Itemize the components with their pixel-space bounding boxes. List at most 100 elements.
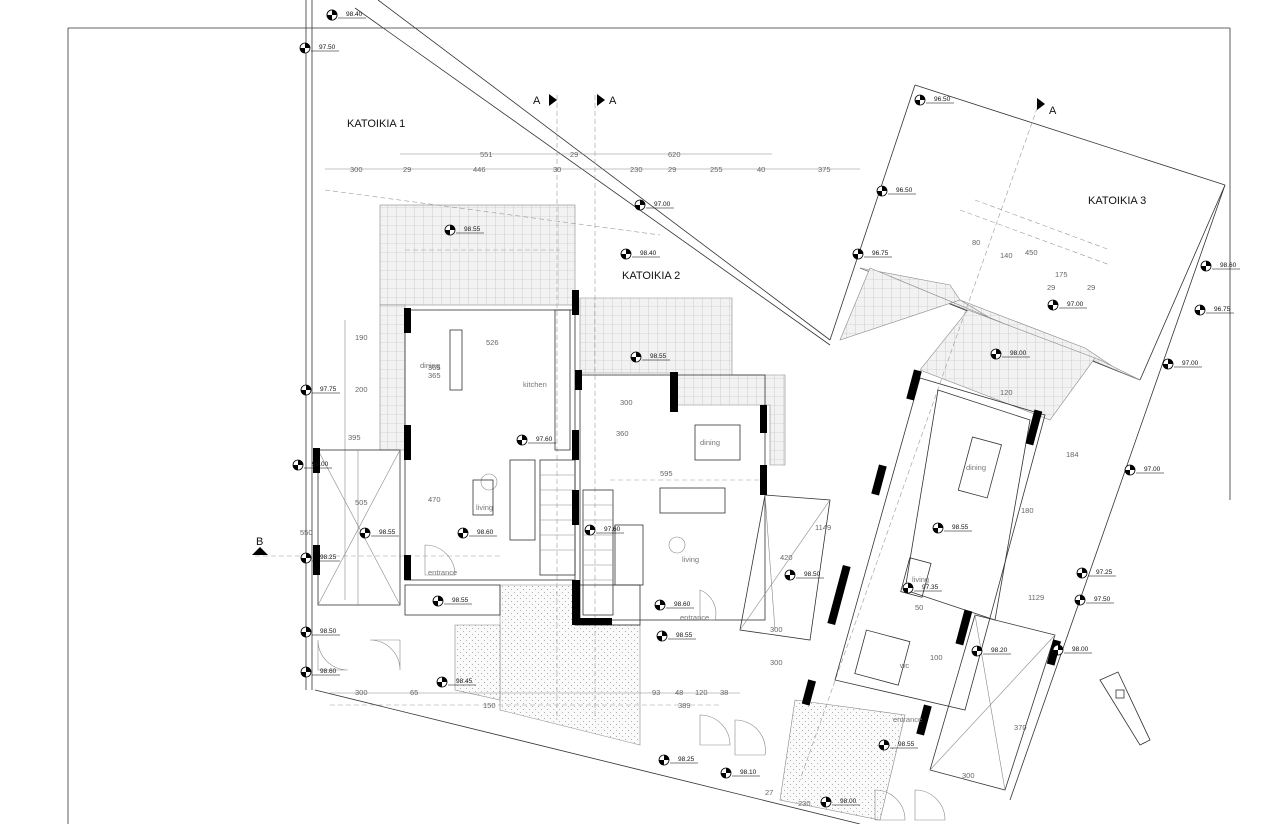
level-marker: 98.00 [990, 348, 1030, 360]
dimension-label: 93 [652, 688, 660, 697]
level-marker: 98.55 [878, 739, 918, 751]
elevation-label: 97.00 [1144, 466, 1161, 473]
house-label-1: KATOIKIA 1 [347, 118, 405, 130]
dimension-label: 551 [480, 150, 493, 159]
elevation-label: 98.50 [320, 628, 337, 635]
level-marker: 98.60 [1200, 260, 1240, 272]
dimension-label: 300 [350, 165, 363, 174]
elevation-label: 97.25 [1096, 569, 1113, 576]
dimension-label: 190 [355, 333, 368, 342]
dimension-label: 300 [770, 625, 783, 634]
dimension-label: 389 [678, 701, 691, 710]
dimension-label: 470 [428, 495, 441, 504]
elevation-label: 97.60 [604, 526, 621, 533]
level-marker: 98.10 [720, 767, 760, 779]
elevation-label: 98.55 [379, 529, 396, 536]
section-marker-a1 [549, 94, 557, 106]
level-marker: 97.00 [1162, 358, 1202, 370]
section-label-a2: A [609, 95, 617, 107]
level-marker: 97.60 [584, 524, 624, 536]
dimension-label: 48 [675, 688, 683, 697]
elevation-label: 97.60 [536, 436, 553, 443]
section-lines [252, 94, 1045, 781]
elevation-label: 98.25 [678, 756, 695, 763]
level-marker: 98.55 [932, 522, 972, 534]
level-marker: 97.25 [1076, 567, 1116, 579]
elevation-label: 96.50 [934, 96, 951, 103]
terrace-paving [379, 204, 1141, 466]
level-marker: 96.50 [876, 185, 916, 197]
level-marker: 98.00 [820, 796, 860, 808]
elevation-label: 98.60 [477, 529, 494, 536]
dimension-label: 526 [486, 338, 499, 347]
dimension-lines [324, 153, 1111, 706]
elevation-label: 98.50 [804, 571, 821, 578]
dimension-label: 360 [616, 429, 629, 438]
level-marker: 97.60 [516, 434, 556, 446]
dimension-label: 620 [668, 150, 681, 159]
level-marker: 97.35 [902, 582, 942, 594]
elevation-label: 98.20 [991, 647, 1008, 654]
level-marker: 98.55 [656, 630, 696, 642]
dimension-label: 450 [1025, 248, 1038, 257]
elevation-label: 97.00 [1067, 301, 1084, 308]
dimension-label: 150 [483, 701, 496, 710]
dimension-label: 29 [1047, 283, 1055, 292]
dimension-label: 375 [818, 165, 831, 174]
elevation-label: 98.00 [840, 798, 857, 805]
house-1-plan [313, 290, 579, 671]
house-2-plan [572, 370, 831, 756]
dimension-label: 175 [1055, 270, 1068, 279]
room-label: entrance [428, 568, 457, 577]
elevation-label: 98.55 [898, 741, 915, 748]
elevation-label: 98.55 [952, 524, 969, 531]
level-marker: 98.60 [300, 666, 340, 678]
level-marker: 98.25 [658, 754, 698, 766]
elevation-label: 98.40 [346, 11, 363, 18]
elevation-label: 98.00 [1072, 646, 1089, 653]
house-2-stair [582, 489, 614, 616]
house-label-2: KATOIKIA 2 [622, 270, 680, 282]
dimension-label: 550 [300, 528, 313, 537]
section-marker-a2 [597, 94, 605, 106]
dimension-label: 300 [962, 771, 975, 780]
elevation-label: 98.60 [1220, 262, 1237, 269]
elevation-label: 98.55 [464, 226, 481, 233]
level-marker: 97.50 [1074, 594, 1114, 606]
elevation-label: 98.55 [452, 597, 469, 604]
room-label: dining [966, 463, 986, 472]
level-marker: 98.40 [326, 9, 366, 21]
dimension-label: 140 [1000, 251, 1013, 260]
dimension-label: 38 [720, 688, 728, 697]
room-label: living [912, 575, 929, 584]
dimension-label: 505 [355, 498, 368, 507]
elevation-label: 98.55 [676, 632, 693, 639]
north-arrow-icon [1099, 671, 1151, 746]
dimension-label: 27 [765, 788, 773, 797]
dimension-label: 29 [1087, 283, 1095, 292]
level-marker: 98.55 [630, 351, 670, 363]
level-marker: 96.75 [1194, 304, 1234, 316]
elevation-labels: 98.4097.5097.0098.5598.4097.7598.0098.25… [292, 9, 1240, 808]
room-label: dining [420, 361, 440, 370]
dimension-label: 1129 [1028, 593, 1044, 602]
dimension-label: 255 [710, 165, 723, 174]
drawing-frame [67, 27, 1231, 824]
dimension-label: 100 [930, 653, 943, 662]
level-marker: 98.20 [971, 645, 1011, 657]
dimension-label: 29 [668, 165, 676, 174]
room-label: entrance [893, 715, 922, 724]
level-marker: 97.75 [300, 384, 340, 396]
dimension-label: 420 [780, 553, 793, 562]
level-marker: 98.60 [654, 599, 694, 611]
level-marker: 98.55 [359, 527, 399, 539]
dimension-label: 40 [757, 165, 765, 174]
level-marker: 97.00 [1124, 464, 1164, 476]
level-marker: 98.50 [784, 569, 824, 581]
room-label: dining [700, 438, 720, 447]
elevation-label: 97.00 [1182, 360, 1199, 367]
house-1-stair [539, 459, 576, 576]
level-marker: 98.55 [432, 595, 472, 607]
dimension-label: 120 [1000, 388, 1013, 397]
room-label: living [682, 555, 699, 564]
